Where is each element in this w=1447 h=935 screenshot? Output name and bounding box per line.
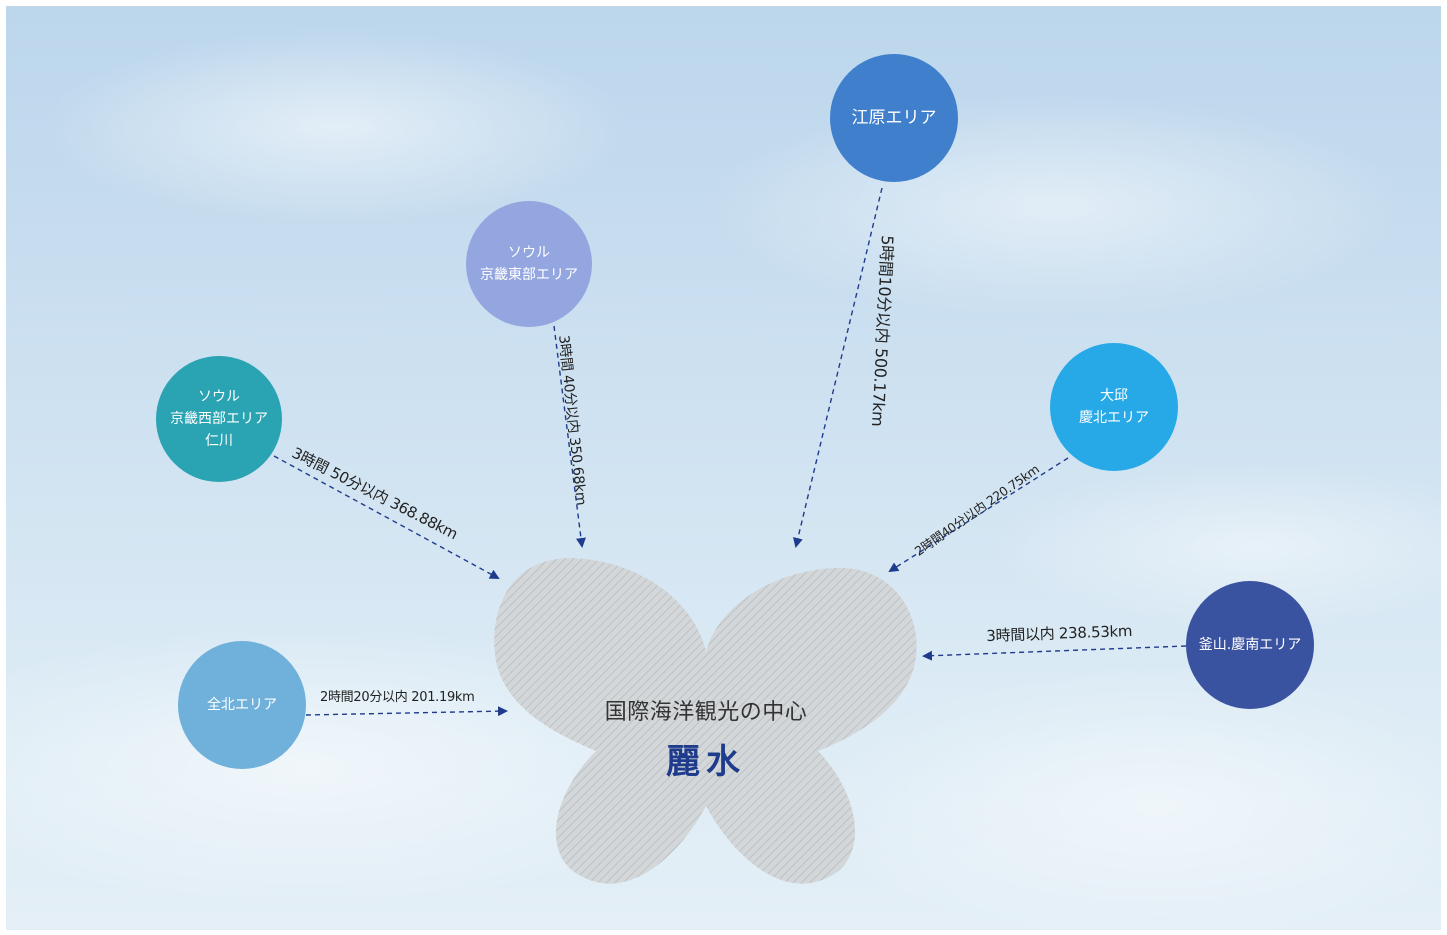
route-line-seoul-west — [273, 455, 500, 579]
diagram-canvas: 国際海洋観光の中心 麗水 江原エリア ソウル 京畿東部エリア ソウル 京畿西部エ… — [6, 6, 1441, 930]
region-node-busan: 釜山.慶南エリア — [1186, 581, 1314, 709]
region-label: 仁川 — [205, 433, 233, 449]
region-label: 慶北エリア — [1079, 410, 1149, 426]
diagram-svg — [273, 187, 1187, 884]
region-label: 全北エリア — [207, 697, 277, 713]
region-label: ソウル — [198, 389, 240, 405]
region-label: 江原エリア — [851, 108, 937, 128]
route-label-jeonbuk: 2時間20分以内 201.19km — [320, 690, 475, 705]
route-line-daegu — [888, 457, 1069, 573]
route-line-seoul-east — [553, 325, 586, 548]
region-node-seoul-east: ソウル 京畿東部エリア — [466, 201, 592, 327]
region-node-seoul-west: ソウル 京畿西部エリア 仁川 — [156, 356, 282, 482]
region-label: 釜山.慶南エリア — [1198, 637, 1302, 653]
region-label: ソウル — [508, 245, 550, 261]
region-node-daegu: 大邱 慶北エリア — [1050, 343, 1178, 471]
butterfly-shape — [494, 558, 917, 884]
route-line-busan — [922, 645, 1187, 661]
region-node-jeonbuk: 全北エリア — [178, 641, 306, 769]
center-title: 麗水 — [666, 742, 746, 782]
route-line-jeonbuk — [305, 706, 508, 717]
region-label: 京畿東部エリア — [480, 267, 578, 283]
region-label: 大邱 — [1100, 388, 1128, 404]
region-node-gangwon: 江原エリア — [830, 54, 958, 182]
center-subtitle: 国際海洋観光の中心 — [604, 700, 808, 725]
route-line-gangwon — [793, 187, 883, 548]
region-label: 京畿西部エリア — [170, 411, 268, 427]
